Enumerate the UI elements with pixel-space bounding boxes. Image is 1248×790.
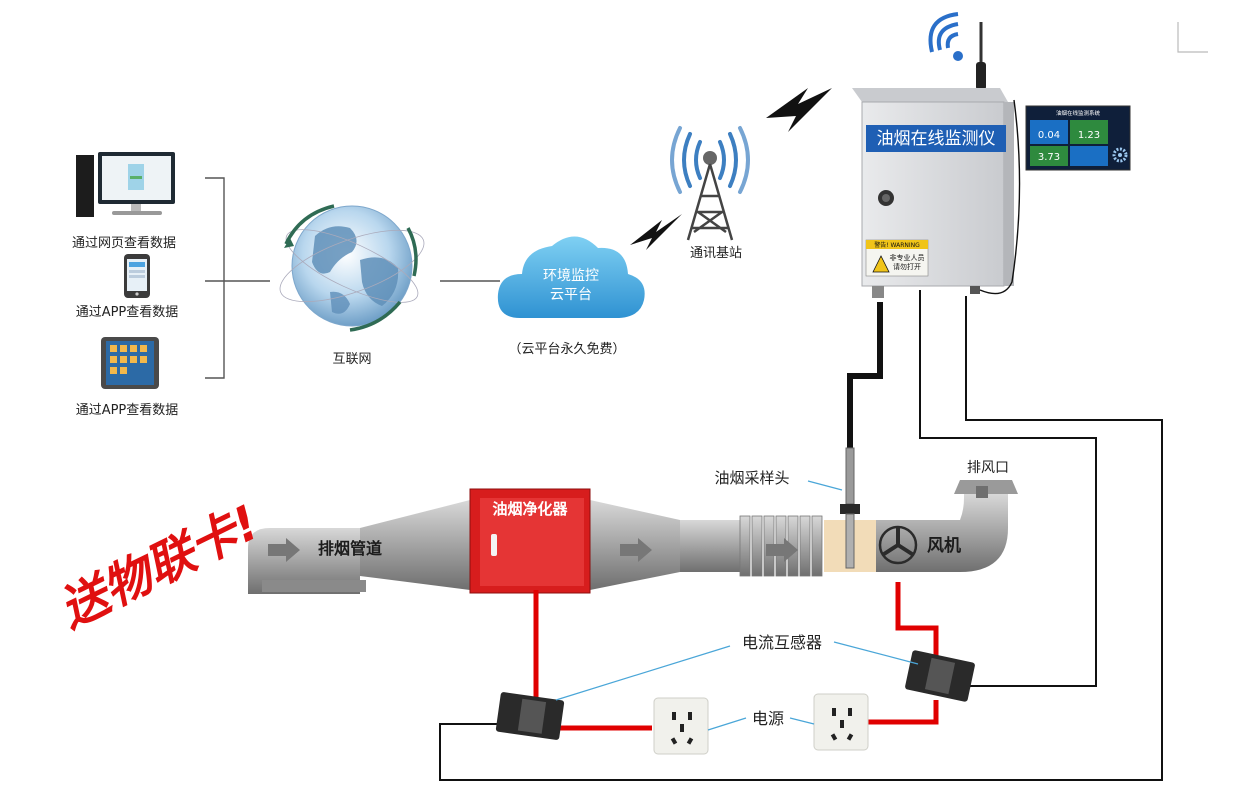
ct-label: 电流互感器 <box>742 633 822 652</box>
screen-value-1: 0.04 <box>1038 130 1060 141</box>
leader-line <box>807 480 843 491</box>
fan-label: 风机 <box>927 535 961 556</box>
current-transformer-left <box>495 692 565 740</box>
box-side-cable <box>979 99 1021 295</box>
base-station-label: 通讯基站 <box>690 246 742 261</box>
viewer-bracket <box>205 177 270 379</box>
pipe-label: 排烟管道 <box>318 539 382 558</box>
signal-wire-purifier-ct <box>439 296 1163 781</box>
leader-line <box>789 717 815 725</box>
purifier-label: 油烟净化器 <box>492 500 568 518</box>
power-socket-right <box>813 693 869 751</box>
power-socket-left <box>653 697 709 755</box>
monitor-title: 油烟在线监测仪 <box>877 129 996 149</box>
corner-mark <box>1177 22 1208 53</box>
antenna-icon <box>976 22 986 90</box>
settings-gear-icon <box>1112 147 1128 163</box>
smartphone-icon <box>124 254 150 298</box>
viewer-label-web: 通过网页查看数据 <box>72 235 176 251</box>
monitor-cabinet <box>852 88 1014 298</box>
wireless-link-icon <box>766 88 832 132</box>
cloud-title-line2: 云平台 <box>550 287 592 303</box>
sampling-probe <box>840 447 860 569</box>
fan-icon <box>878 525 918 565</box>
cloud-note: （云平台永久免费） <box>508 342 625 357</box>
leader-line <box>555 645 731 701</box>
viewer-label-app-tablet: 通过APP查看数据 <box>76 402 179 418</box>
wireless-link-icon <box>630 214 682 250</box>
monitor-warning-header: 警告! WARNING <box>874 241 920 249</box>
oil-fume-purifier <box>469 488 591 594</box>
leader-line <box>707 717 747 731</box>
outlet-label: 排风口 <box>967 460 1009 476</box>
screen-title: 油烟在线监测系统 <box>1056 109 1101 117</box>
signal-wire-fan-ct <box>919 290 1097 687</box>
exhaust-duct <box>248 480 1018 594</box>
leader-line <box>833 641 919 665</box>
flow-arrow-icon <box>268 538 798 562</box>
display-screen <box>1025 105 1131 171</box>
internet-label: 互联网 <box>332 352 371 367</box>
power-wire-fan <box>895 582 939 660</box>
power-wire-socket-right <box>866 700 939 725</box>
tablet-icon <box>101 337 159 389</box>
current-transformer-right <box>905 650 975 702</box>
cloud-platform-icon <box>497 236 645 318</box>
cloud-title-line1: 环境监控 <box>543 268 599 284</box>
power-label: 电源 <box>752 709 784 728</box>
screen-value-3: 3.73 <box>1038 152 1060 163</box>
monitor-warning-line2: 请勿打开 <box>893 262 921 271</box>
screen-value-2: 1.23 <box>1078 130 1100 141</box>
globe-icon <box>279 204 425 332</box>
sampling-tube <box>847 302 883 460</box>
probe-label: 油烟采样头 <box>714 469 789 487</box>
monitor-warning-line1: 非专业人员 <box>890 253 925 262</box>
signal-tower-icon <box>670 126 750 241</box>
wifi-icon <box>928 12 963 61</box>
promo-text: 送物联卡! <box>51 495 268 639</box>
desktop-computer-icon <box>76 152 175 217</box>
viewer-label-app-phone: 通过APP查看数据 <box>76 304 179 320</box>
